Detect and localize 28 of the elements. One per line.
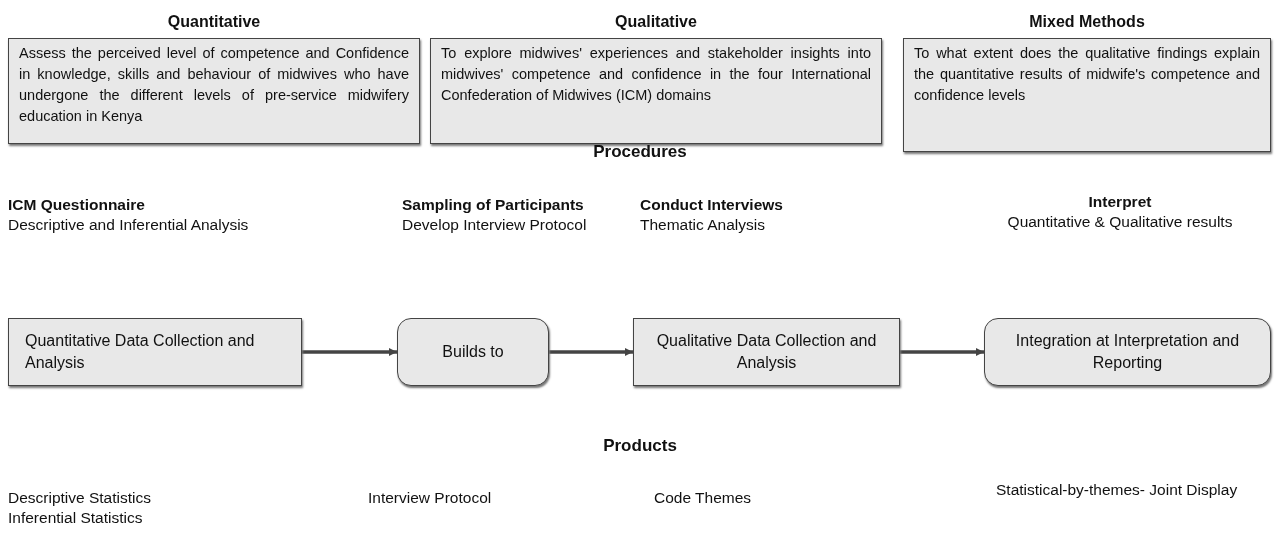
text-label: Code Themes <box>654 489 752 507</box>
column-heading: Qualitative <box>614 12 698 32</box>
procedure-heading: Interpret <box>1088 193 1152 211</box>
text-label: Quantitative & Qualitative results <box>1007 213 1233 231</box>
column-heading: Quantitative <box>166 12 262 32</box>
procedure-heading: Conduct Interviews <box>640 196 783 214</box>
objective-box: Assess the perceived level of competence and Confidence in knowledge, skills and behaviour of midwives who have undergone the different levels of pre-service midwifery education in Kenya <box>8 38 420 144</box>
text-label: Descriptive Statistics <box>8 489 151 507</box>
process-box: Qualitative Data Collection and Analysis <box>633 318 900 386</box>
section-heading: Products <box>603 436 677 456</box>
text-label: Descriptive and Inferential Analysis <box>8 216 249 234</box>
objective-box: To what extent does the qualitative findings explain the quantitative results of midwife's competence and confidence levels <box>903 38 1271 152</box>
procedure-heading: ICM Questionnaire <box>8 196 145 214</box>
arrow <box>900 348 984 356</box>
text-label: Thematic Analysis <box>640 216 765 234</box>
process-box: Integration at Interpretation and Reporting <box>984 318 1271 386</box>
arrow <box>549 348 633 356</box>
text-label: Develop Interview Protocol <box>402 216 587 234</box>
procedure-heading: Sampling of Participants <box>402 196 584 214</box>
text-label: Statistical-by-themes- Joint Display <box>996 481 1238 499</box>
process-box: Quantitative Data Collection and Analysis <box>8 318 302 386</box>
column-heading: Mixed Methods <box>1028 12 1146 32</box>
objective-box: To explore midwives' experiences and stakeholder insights into midwives' competence and confidence in the four International Confederation of Midwives (ICM) domains <box>430 38 882 144</box>
text-label: Inferential Statistics <box>8 509 143 527</box>
process-box: Builds to <box>397 318 549 386</box>
section-heading: Procedures <box>593 142 687 162</box>
arrow <box>302 348 397 356</box>
text-label: Interview Protocol <box>368 489 492 507</box>
